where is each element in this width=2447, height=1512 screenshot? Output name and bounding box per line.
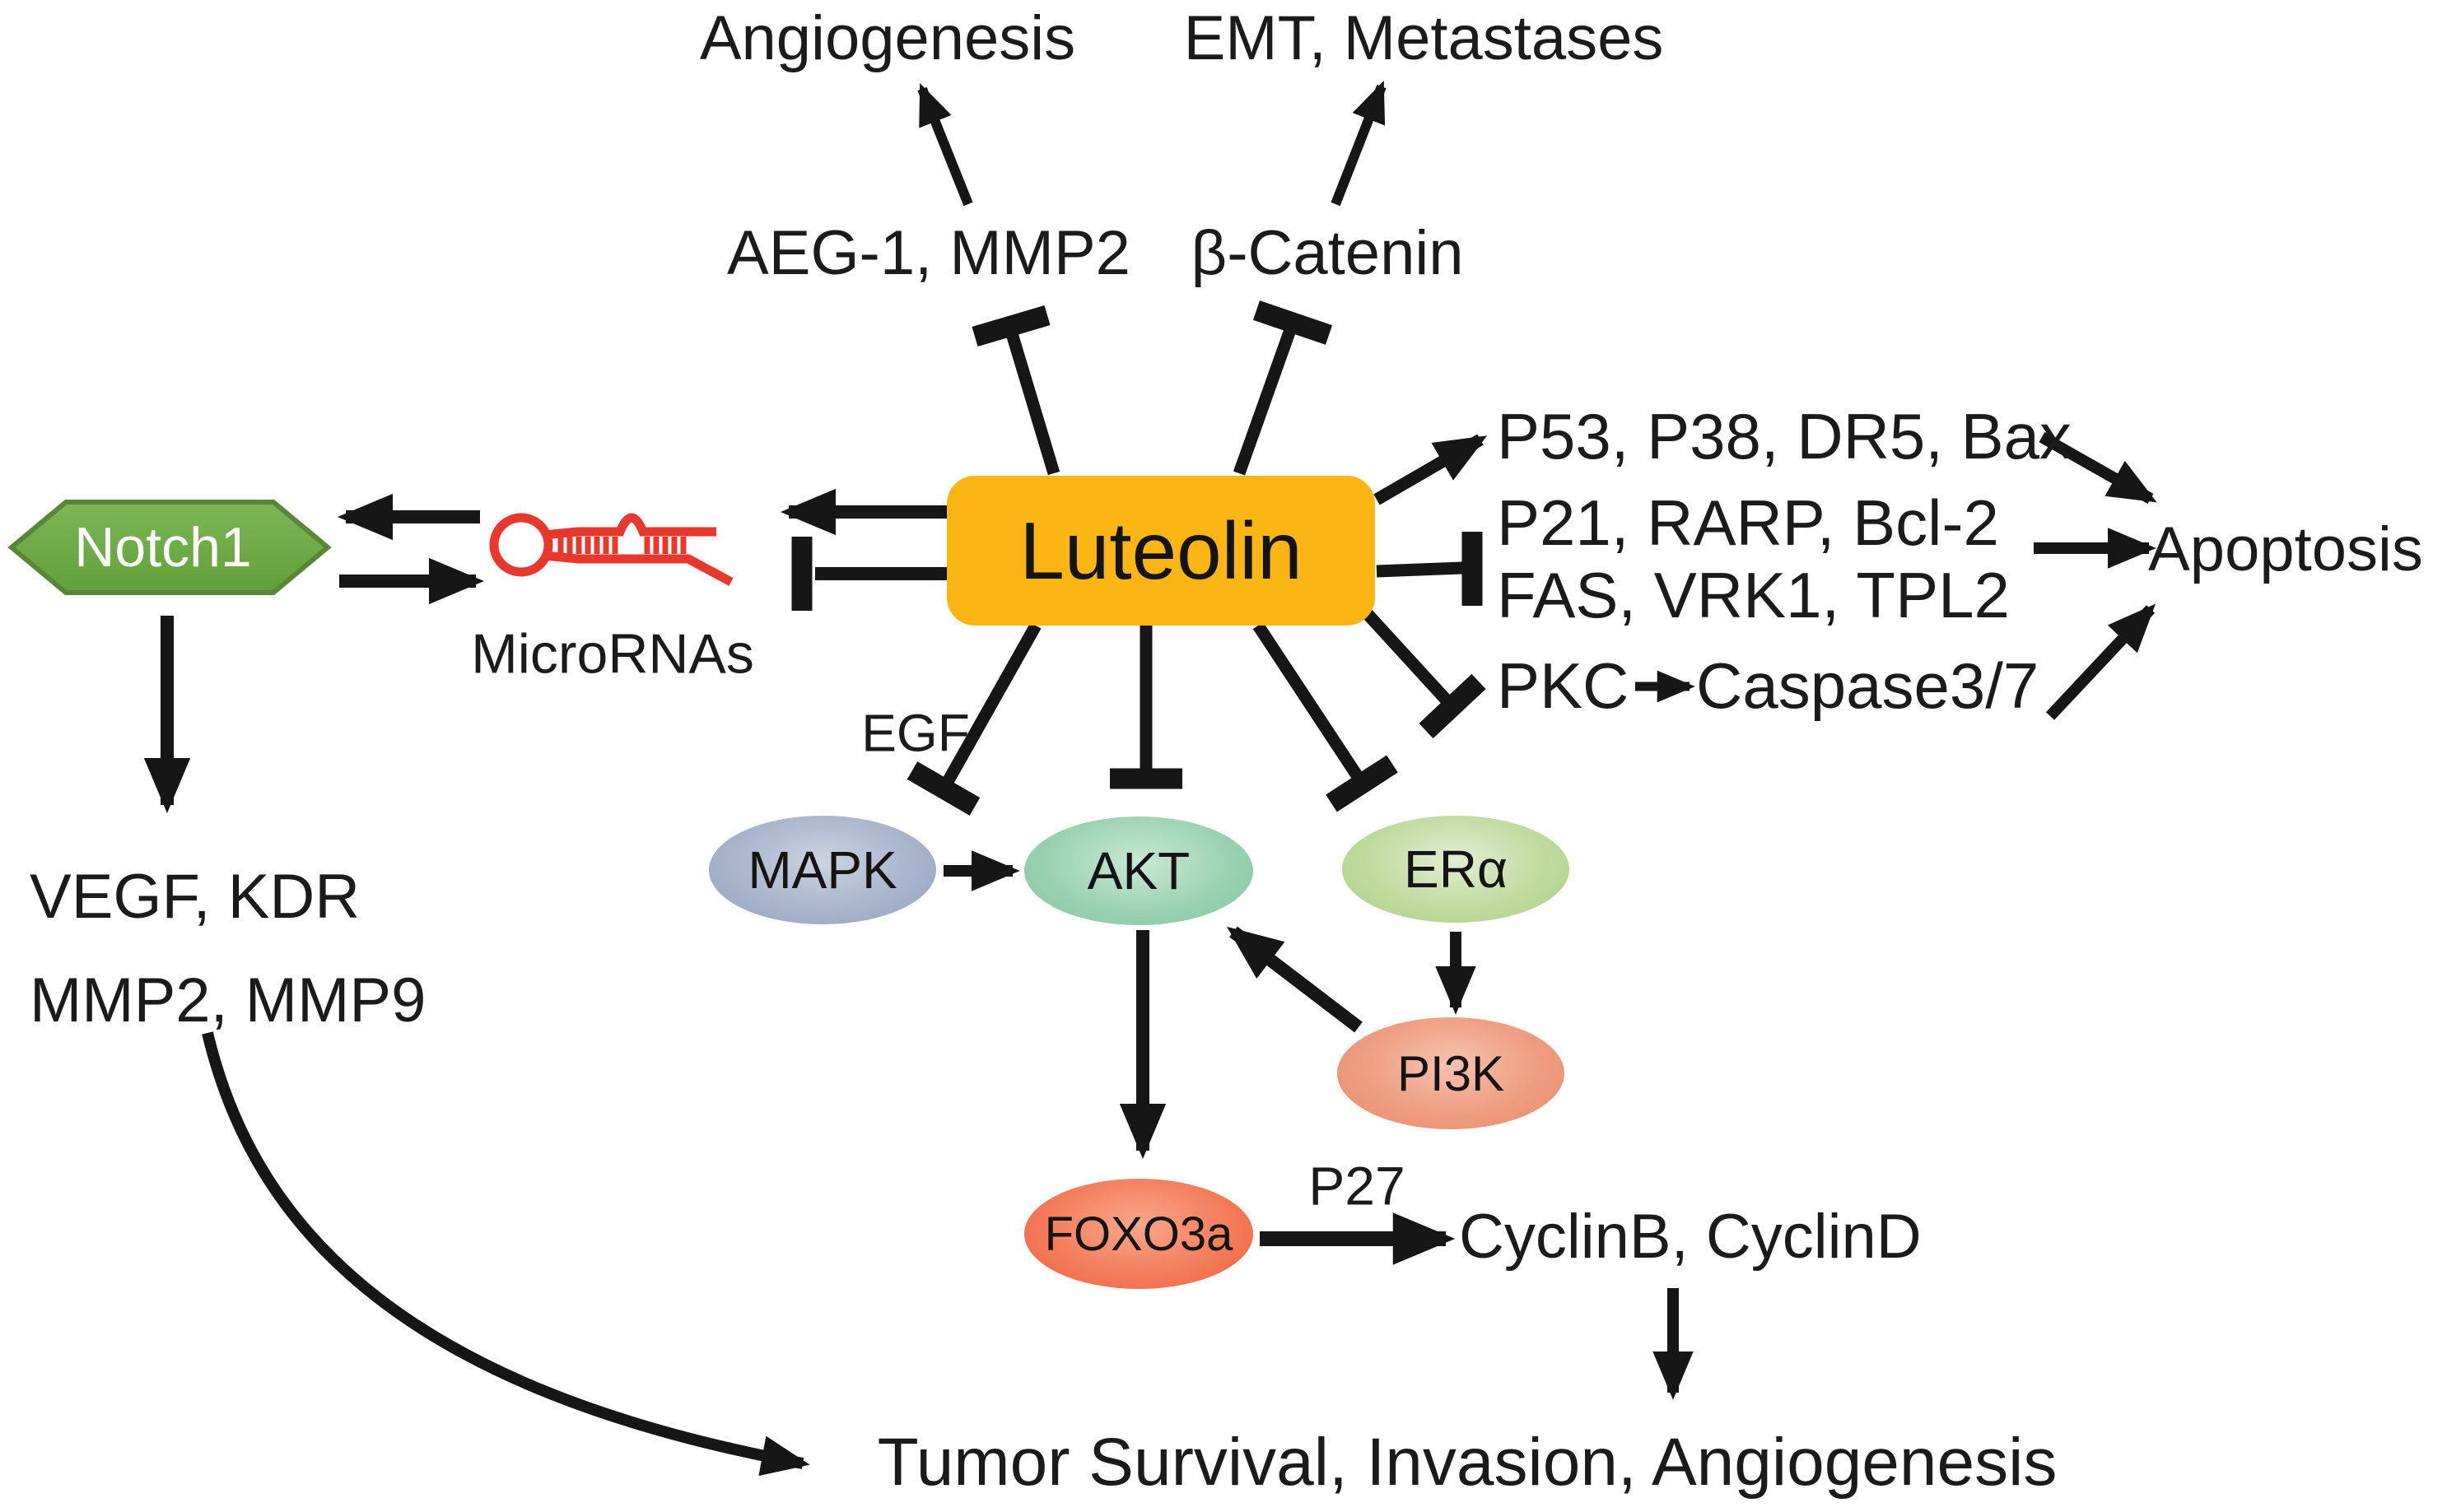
tbar-luteolin-egf-mapk: [907, 622, 1042, 816]
label-egf: EGF: [861, 703, 970, 763]
tbar-luteolin-pkc: [1362, 608, 1486, 739]
arrow-bcatenin-to-emt: [1331, 80, 1387, 207]
label-mmp2-mmp9: MMP2, MMP9: [30, 965, 426, 1036]
label-cyclins: CyclinB, CyclinD: [1459, 1202, 1922, 1272]
tbar-luteolin-mirna: [791, 537, 947, 611]
foxo3a-node: FOXO3a: [1024, 1179, 1253, 1289]
curved-arrow-vegf-to-tumor: [202, 1031, 810, 1477]
notch1-label: Notch1: [74, 516, 252, 579]
arrow-pi3k-to-akt: [1226, 926, 1363, 1033]
label-beta-catenin: β-Catenin: [1191, 218, 1464, 289]
pi3k-node: PI3K: [1337, 1017, 1564, 1129]
tbar-luteolin-aeg1: [972, 305, 1060, 476]
label-aeg1-mmp2: AEG-1, MMP2: [727, 218, 1130, 289]
label-p53-row: P53, P38, DR5, Bax: [1497, 400, 2072, 473]
label-pkc: PKC: [1497, 649, 1629, 723]
akt-node: AKT: [1024, 816, 1253, 925]
label-vegf-kdr: VEGF, KDR: [30, 862, 361, 933]
arrow-luteolin-to-p53-row: [1373, 434, 1488, 505]
tbar-luteolin-akt: [1110, 626, 1182, 789]
label-micrornas: MicroRNAs: [471, 622, 754, 686]
label-caspase37: Caspase3/7: [1696, 649, 2039, 723]
er-alpha-node: ERα: [1342, 816, 1569, 923]
arrow-aeg1-to-angiogenesis: [917, 82, 973, 207]
arrow-caspase-to-apoptosis: [2045, 603, 2156, 720]
arrow-p53row-to-apoptosis: [2039, 431, 2157, 505]
tbar-luteolin-p21-fas: [1376, 532, 1483, 606]
label-p27: P27: [1308, 1155, 1405, 1217]
notch1-hexagon: [7, 500, 332, 595]
label-p21-row: P21, RARP, Bcl-2: [1497, 486, 1999, 560]
tbar-luteolin-bcatenin: [1233, 300, 1333, 476]
label-angiogenesis-top: Angiogenesis: [699, 3, 1076, 74]
tbar-luteolin-era: [1252, 621, 1398, 812]
mapk-node: MAPK: [709, 816, 936, 924]
label-emt-metastases: EMT, Metastases: [1183, 3, 1664, 74]
mirna-hairpin-icon: [489, 513, 734, 586]
label-fas-row: FAS, VRK1, TPL2: [1497, 559, 2010, 632]
label-apoptosis: Apoptosis: [2148, 514, 2423, 585]
label-tumor-outcome: Tumor Survival, Invasion, Angiogenesis: [877, 1424, 2058, 1500]
connectors: [143, 80, 2157, 1477]
luteolin-node: Luteolin: [947, 476, 1375, 626]
